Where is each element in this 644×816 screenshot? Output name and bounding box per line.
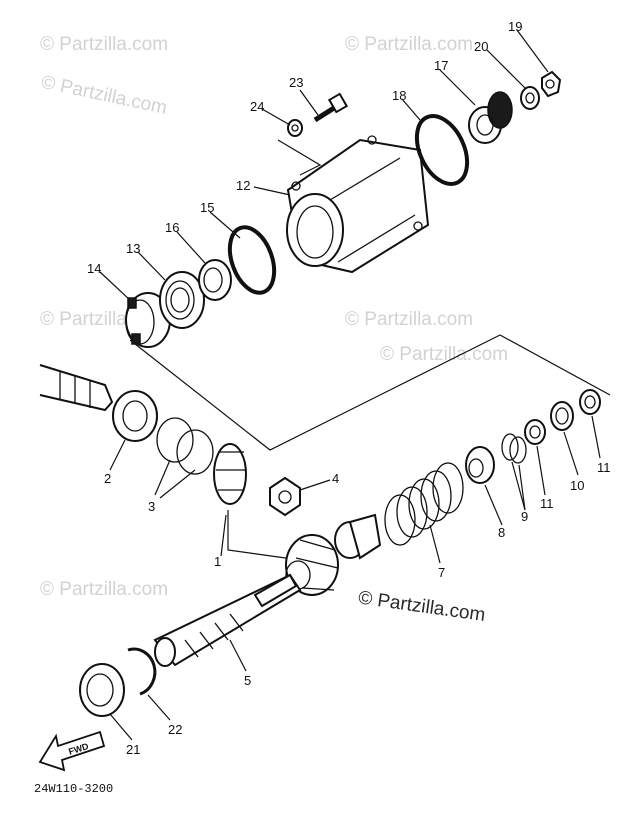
callout-number: 7: [438, 565, 445, 580]
part-11-washer: [579, 389, 601, 415]
part-7-spring: [384, 462, 464, 546]
part-14-collar: [125, 292, 171, 348]
part-10-bushing: [550, 401, 574, 431]
callout-number: 17: [434, 58, 448, 73]
callout-number: 8: [498, 525, 505, 540]
part-21-seal: [79, 663, 125, 717]
callout-number: 19: [508, 19, 522, 34]
part-5-shaft: [153, 573, 302, 667]
bolt-leader-line: [277, 139, 322, 176]
part-3-shims: [156, 417, 214, 475]
callout-number: 23: [289, 75, 303, 90]
callout-number: 15: [200, 200, 214, 215]
part-11-washer: [524, 419, 546, 445]
callout-number: 11: [597, 460, 611, 475]
watermark: © Partzilla.com: [380, 344, 508, 365]
gear-pair-leader-line: [227, 510, 301, 561]
part-16-seal: [198, 259, 232, 301]
diagram-code: 24W110-3200: [34, 782, 113, 796]
part-24-washer: [287, 119, 303, 137]
drive-shaft-stub: [39, 364, 114, 412]
callout-number: 12: [236, 178, 250, 193]
part-15-o-ring: [227, 225, 277, 295]
watermark: © Partzilla.com: [345, 309, 473, 330]
watermark: © Partzilla.com: [40, 579, 168, 600]
part-9-clips: [501, 433, 527, 464]
part-1-bevel-gear-small: [213, 443, 247, 505]
watermark-strong: © Partzilla.com: [357, 587, 487, 626]
part-17-gear: [468, 91, 513, 144]
part-23-bolt: [313, 92, 349, 123]
callout-number: 10: [570, 478, 584, 493]
callout-number: 4: [332, 471, 339, 486]
part-1-bevel-gear-large: [285, 534, 339, 596]
part-19-nut: [541, 70, 562, 98]
callout-number: 14: [87, 261, 101, 276]
part-13-bearing: [159, 271, 205, 329]
callout-number: 13: [126, 241, 140, 256]
callout-number: 1: [214, 554, 221, 569]
front-arrow-icon: FWD: [38, 730, 106, 772]
part-12-housing: [286, 135, 430, 274]
callout-number: 2: [104, 471, 111, 486]
part-18-o-ring: [414, 114, 470, 186]
part-20-washer: [520, 86, 540, 110]
part-22-circlip: [127, 647, 157, 696]
callout-number: 11: [540, 496, 554, 511]
assembly-bracket-line: [129, 334, 611, 451]
callout-leaders: [99, 29, 601, 741]
watermark: © Partzilla.com: [39, 72, 169, 119]
watermark: © Partzilla.com: [345, 34, 473, 55]
watermark: © Partzilla.com: [40, 34, 168, 55]
callout-number: 5: [244, 673, 251, 688]
part-8-gear: [465, 446, 495, 484]
callout-number: 16: [165, 220, 179, 235]
part-2-bearing: [112, 390, 158, 442]
callout-number: 9: [521, 509, 528, 524]
callout-number: 24: [250, 99, 264, 114]
part-4-nut: [269, 476, 301, 517]
callout-number: 22: [168, 722, 182, 737]
part-6-cam: [334, 513, 382, 560]
callout-number: 3: [148, 499, 155, 514]
callout-number: 20: [474, 39, 488, 54]
callout-number: 18: [392, 88, 406, 103]
callout-number: 21: [126, 742, 140, 757]
